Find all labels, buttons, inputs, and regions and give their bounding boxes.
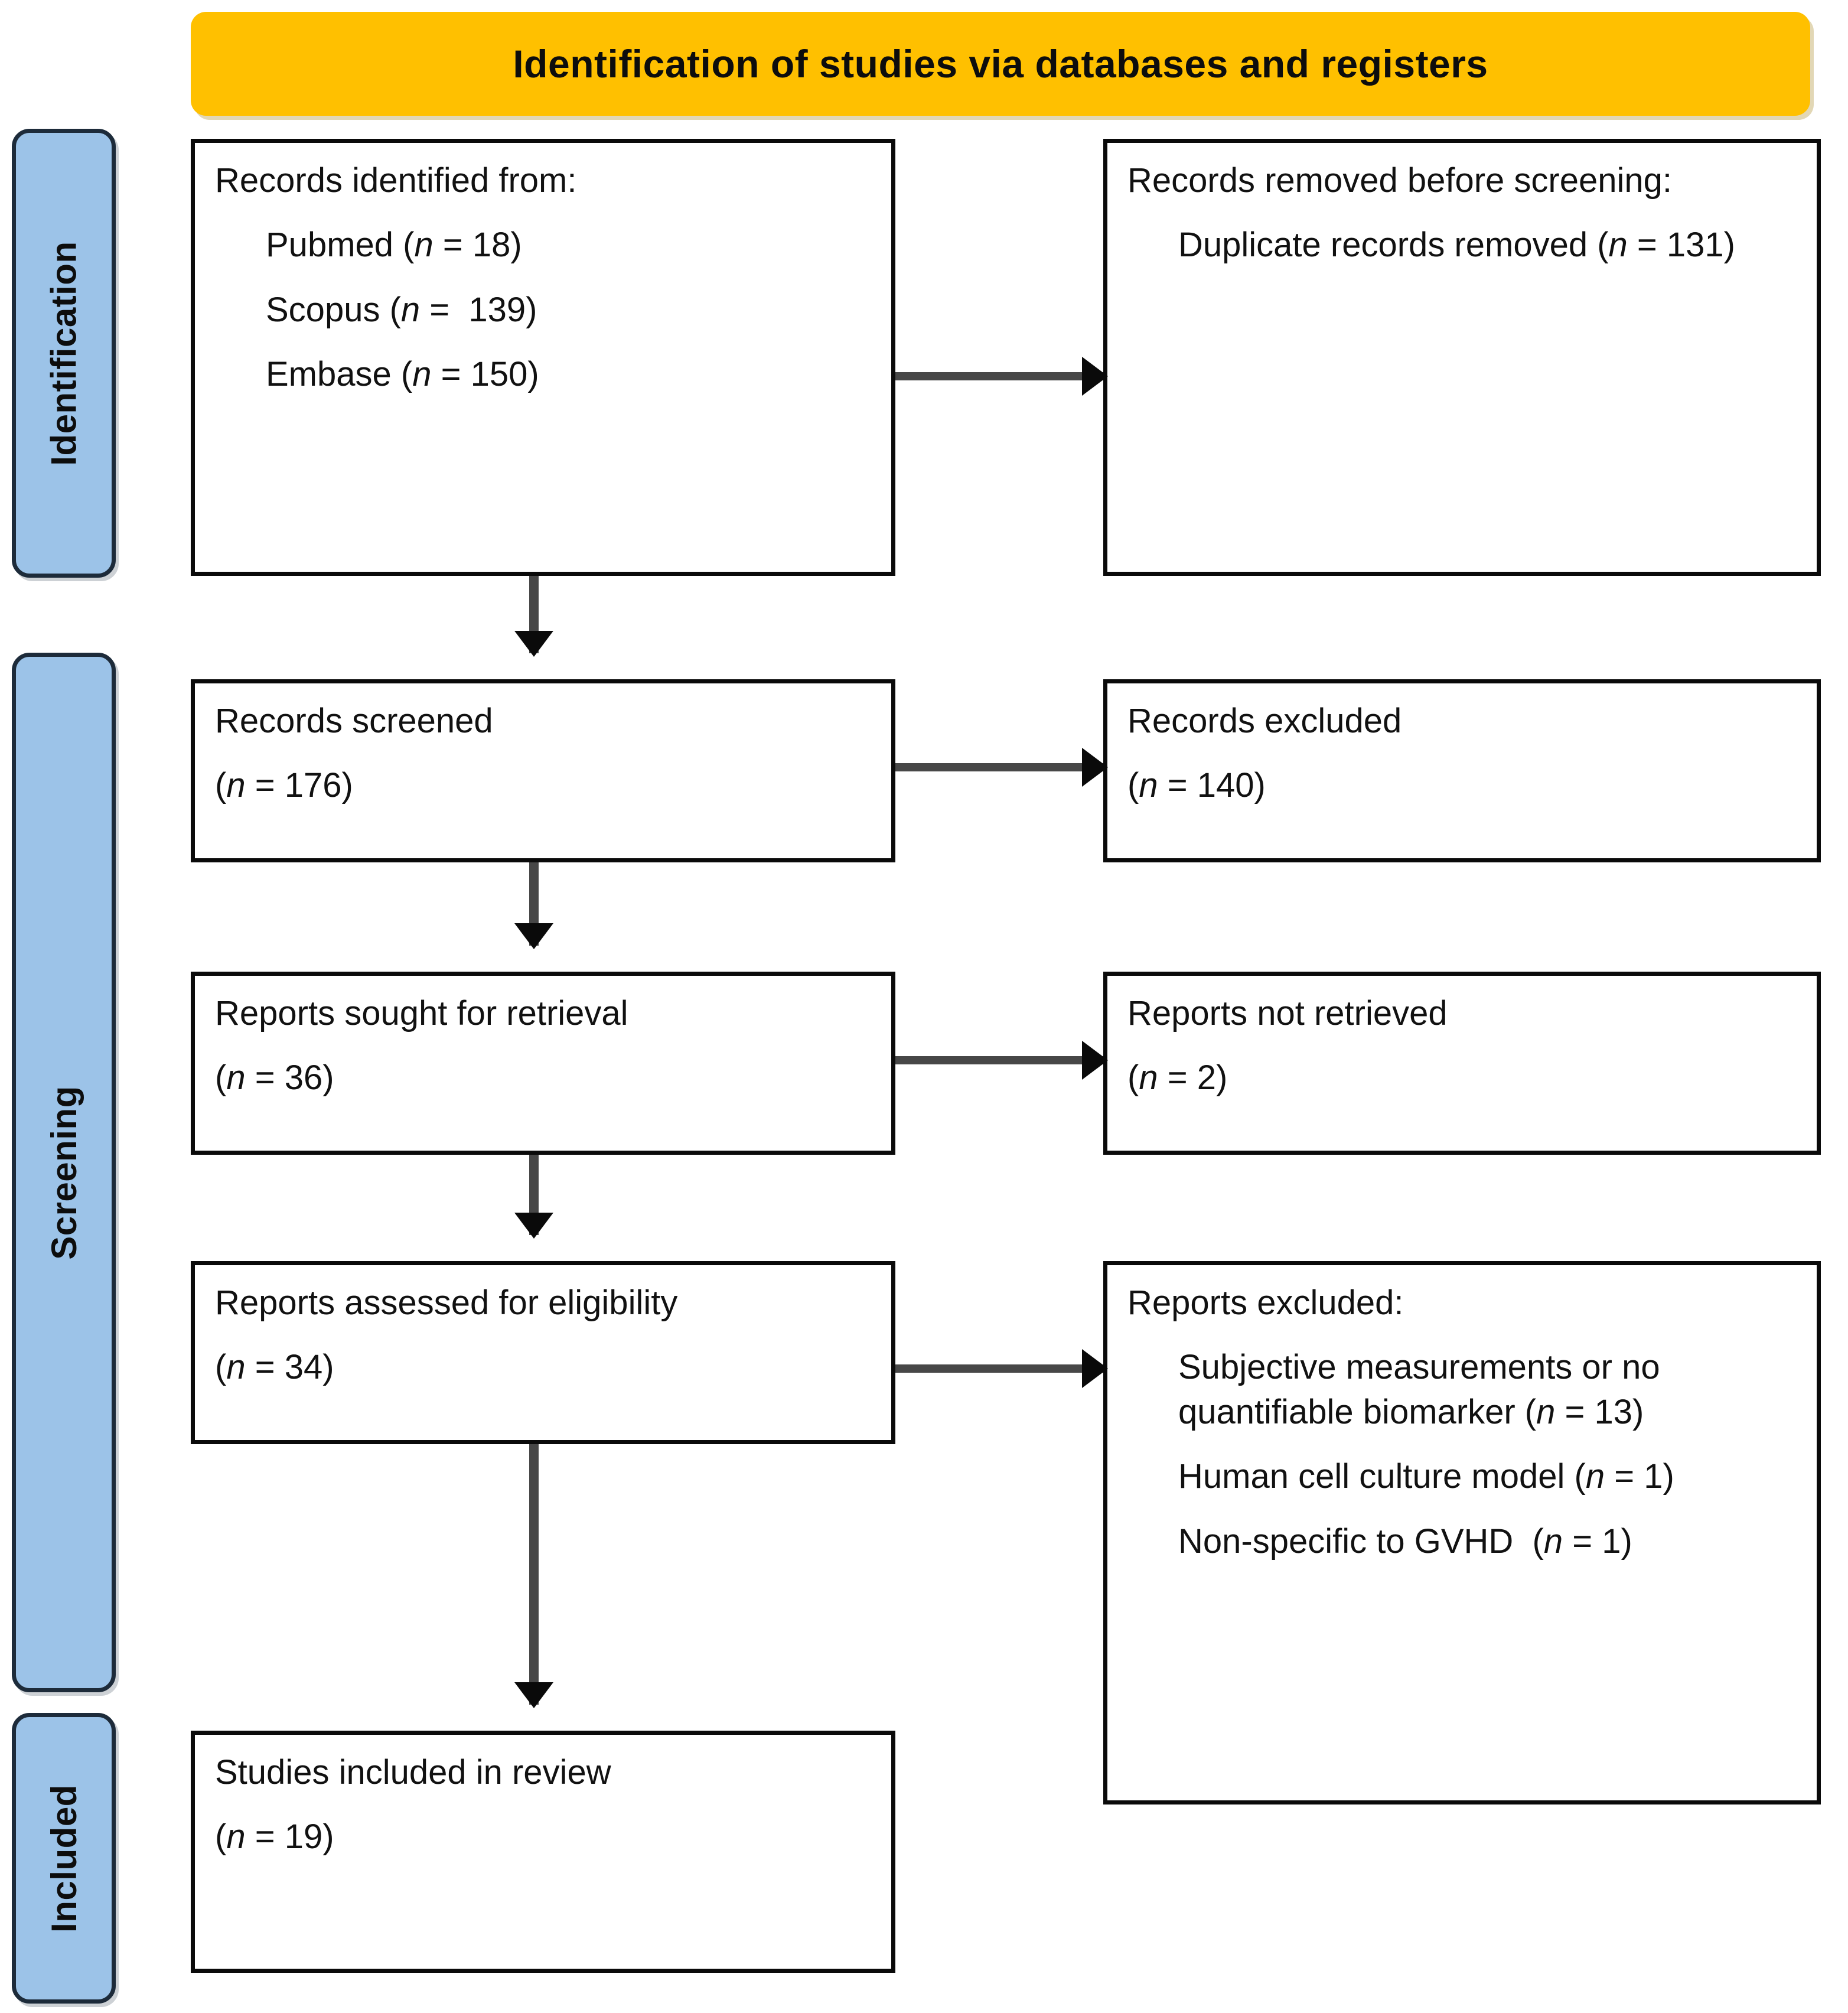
reports-sought-label: Reports sought for retrieval — [215, 994, 628, 1032]
stage-tab-included: Included — [12, 1713, 116, 2004]
box-records-excluded: Records excluded (n = 140) — [1103, 679, 1821, 862]
box-studies-included-in-review: Studies included in review (n = 19) — [191, 1731, 895, 1973]
reports-excluded-reason-cell-culture: Human cell culture model (n = 1) — [1178, 1457, 1674, 1496]
records-identified-source-scopus: Scopus (n = 139) — [266, 290, 537, 329]
arrow-right-assessed-to-reports-excluded — [895, 1364, 1103, 1373]
box-reports-assessed-for-eligibility: Reports assessed for eligibility (n = 34… — [191, 1261, 895, 1444]
box-records-removed-before-screening: Records removed before screening: Duplic… — [1103, 139, 1821, 576]
page-title: Identification of studies via databases … — [513, 41, 1488, 86]
box-reports-sought-for-retrieval: Reports sought for retrieval (n = 36) — [191, 972, 895, 1155]
stage-tab-included-label: Included — [44, 1784, 84, 1933]
reports-not-retrieved-label: Reports not retrieved — [1127, 994, 1448, 1032]
arrow-down-sought-to-assessed — [529, 1155, 539, 1235]
arrow-right-identified-to-removed — [895, 372, 1103, 380]
reports-sought-count: (n = 36) — [215, 1058, 334, 1097]
reports-assessed-label: Reports assessed for eligibility — [215, 1284, 678, 1322]
stage-tab-identification: Identification — [12, 129, 116, 578]
arrow-right-sought-to-not-retrieved — [895, 1056, 1103, 1064]
records-removed-duplicates: Duplicate records removed (n = 131) — [1178, 226, 1735, 265]
stage-tab-identification-label: Identification — [44, 240, 84, 466]
arrow-right-screened-to-excluded — [895, 763, 1103, 771]
reports-excluded-reason-subjective: Subjective measurements or no quantifiab… — [1178, 1348, 1670, 1431]
studies-included-count: (n = 19) — [215, 1817, 334, 1856]
stage-tab-screening: Screening — [12, 653, 116, 1692]
reports-not-retrieved-count: (n = 2) — [1127, 1058, 1228, 1097]
box-records-identified: Records identified from: Pubmed (n = 18)… — [191, 139, 895, 576]
records-screened-label: Records screened — [215, 702, 493, 740]
box-reports-excluded: Reports excluded: Subjective measurement… — [1103, 1261, 1821, 1804]
stage-tab-screening-label: Screening — [44, 1085, 84, 1260]
arrow-down-screened-to-sought — [529, 862, 539, 946]
box-reports-not-retrieved: Reports not retrieved (n = 2) — [1103, 972, 1821, 1155]
diagram-header-banner: Identification of studies via databases … — [191, 12, 1810, 116]
records-screened-count: (n = 176) — [215, 766, 353, 805]
records-identified-source-embase: Embase (n = 150) — [266, 355, 539, 394]
records-excluded-label: Records excluded — [1127, 702, 1402, 740]
reports-excluded-heading: Reports excluded: — [1127, 1284, 1404, 1322]
arrow-down-assessed-to-included — [529, 1444, 539, 1705]
records-identified-source-pubmed: Pubmed (n = 18) — [266, 226, 522, 265]
studies-included-label: Studies included in review — [215, 1753, 611, 1791]
reports-excluded-reason-non-specific: Non-specific to GVHD (n = 1) — [1178, 1522, 1632, 1561]
records-removed-heading: Records removed before screening: — [1127, 161, 1673, 200]
box-records-screened: Records screened (n = 176) — [191, 679, 895, 862]
arrow-down-identified-to-screened — [529, 576, 539, 653]
records-identified-heading: Records identified from: — [215, 161, 577, 200]
records-excluded-count: (n = 140) — [1127, 766, 1266, 805]
reports-assessed-count: (n = 34) — [215, 1348, 334, 1387]
